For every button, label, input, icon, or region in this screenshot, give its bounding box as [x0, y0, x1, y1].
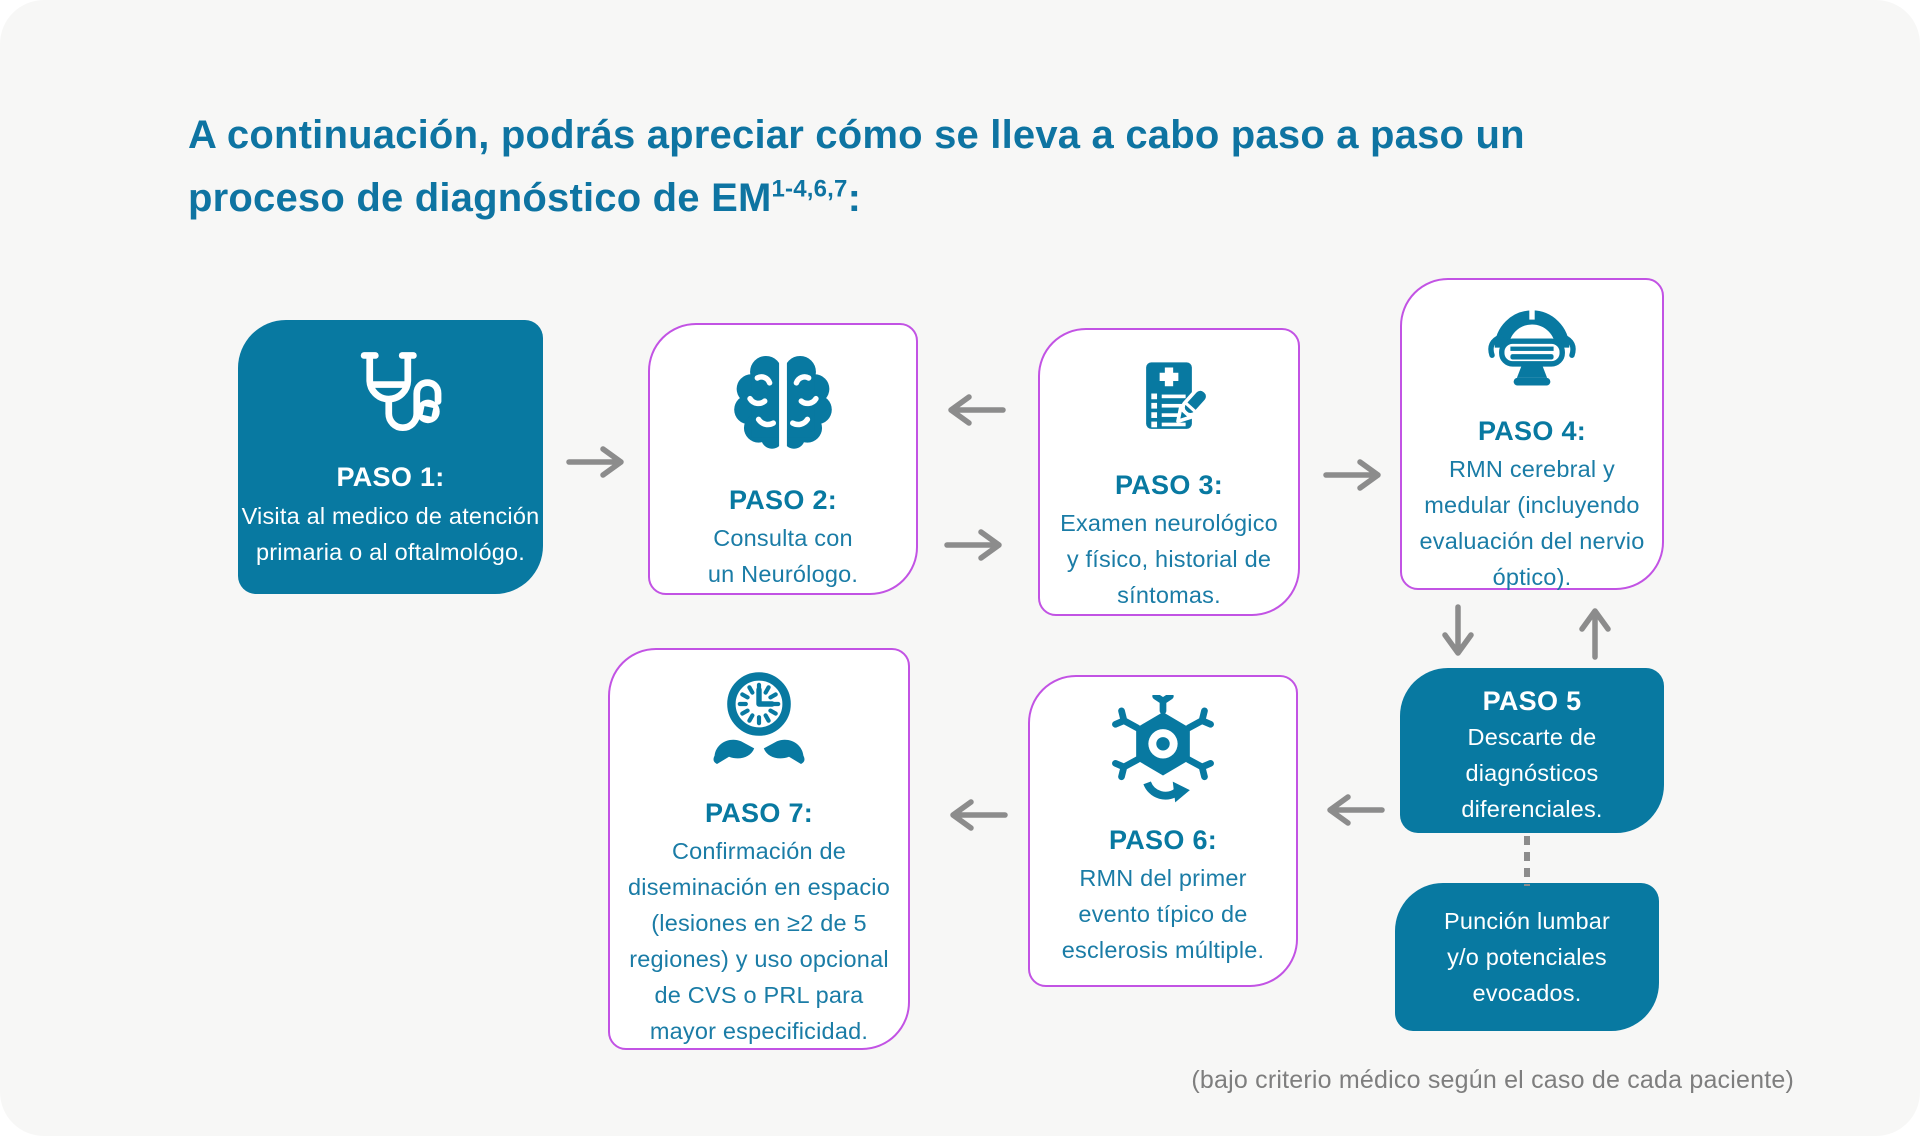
arrow-right-icon — [944, 529, 1002, 561]
neuron-icon — [1112, 695, 1214, 803]
step-body: Descarte de diagnósticos diferenciales. — [1461, 724, 1603, 822]
step-card-paso-6: PASO 6: RMN del primer evento típico de … — [1028, 675, 1298, 987]
brain-icon — [734, 351, 832, 452]
step-heading: PASO 6: — [1108, 825, 1218, 855]
step-card-paso-2: PASO 2: Consulta con un Neurólogo. — [648, 323, 918, 595]
arrow-left-icon — [948, 394, 1006, 426]
title-line-2: proceso de diagnóstico de EM — [188, 176, 772, 220]
step-heading: PASO 4: — [1477, 416, 1587, 446]
step-card-paso-5: PASO 5 Descarte de diagnósticos diferenc… — [1400, 668, 1664, 833]
step-heading: PASO 7: — [704, 798, 814, 828]
step-heading: PASO 2: — [728, 485, 838, 515]
arrow-right-icon — [1323, 459, 1381, 491]
mri-scanner-icon — [1488, 306, 1576, 386]
dotted-connector-line — [1524, 836, 1530, 886]
title-reference-superscript: 1-4,6,7 — [771, 175, 848, 203]
arrow-right-icon — [566, 446, 624, 478]
step-body: Consulta con un Neurólogo. — [707, 525, 859, 587]
arrow-down-icon — [1442, 604, 1474, 656]
arrow-up-icon — [1579, 608, 1611, 660]
title-colon: : — [847, 176, 862, 220]
step-body: Punción lumbar y/o potenciales evocados. — [1443, 908, 1611, 1006]
medical-checklist-icon — [1146, 362, 1210, 429]
step-card-paso-3: PASO 3: Examen neurológico y físico, his… — [1038, 328, 1300, 616]
step-heading: PASO 3: — [1114, 470, 1224, 500]
step-card-paso-4: PASO 4: RMN cerebral y medular (incluyen… — [1400, 278, 1664, 590]
footnote: (bajo criterio médico según el caso de c… — [1191, 1066, 1794, 1094]
step-body: RMN del primer evento típico de escleros… — [1061, 865, 1265, 963]
step-body: Confirmación de diseminación en espacio … — [628, 838, 890, 1044]
arrow-left-icon — [950, 799, 1008, 831]
step-body: RMN cerebral y medular (incluyendo evalu… — [1419, 456, 1645, 590]
step-card-puncion-lumbar: Punción lumbar y/o potenciales evocados. — [1395, 883, 1659, 1031]
page-title: A continuación, podrás apreciar cómo se … — [188, 104, 1688, 230]
step-card-paso-7: PASO 7: Confirmación de diseminación en … — [608, 648, 910, 1050]
step-card-paso-1: PASO 1: Visita al medico de atención pri… — [238, 320, 543, 594]
title-line-1: A continuación, podrás apreciar cómo se … — [188, 113, 1525, 157]
arrow-left-icon — [1327, 794, 1385, 826]
clock-in-hands-icon — [713, 672, 805, 764]
step-heading: PASO 1: — [336, 462, 445, 492]
step-heading: PASO 5 — [1482, 686, 1582, 716]
stethoscope-icon — [360, 352, 441, 431]
step-body: Visita al medico de atención primaria o … — [241, 503, 540, 565]
step-body: Examen neurológico y físico, historial d… — [1060, 510, 1278, 608]
